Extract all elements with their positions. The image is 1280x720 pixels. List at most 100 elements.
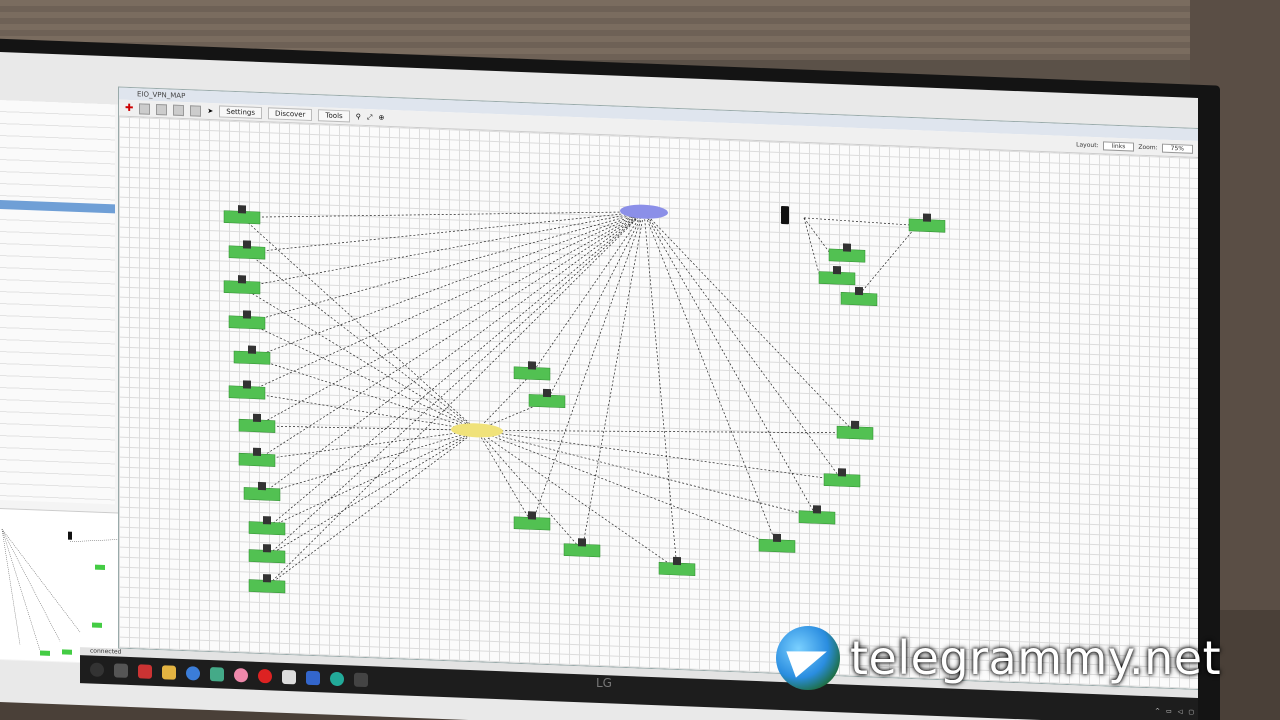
device-icon xyxy=(238,275,246,284)
binoculars-icon[interactable]: ⚲ xyxy=(355,112,361,121)
link-line xyxy=(858,228,915,296)
discover-button[interactable]: Discover xyxy=(267,107,313,122)
link-line xyxy=(476,429,818,518)
link-line xyxy=(266,430,478,587)
device-icon xyxy=(263,574,271,583)
hub-cloud xyxy=(451,423,503,438)
device-icon xyxy=(248,345,256,354)
link-line xyxy=(241,217,478,431)
device-icon xyxy=(833,266,841,275)
add-icon[interactable]: ✚ xyxy=(125,102,134,114)
device-icon xyxy=(528,361,536,370)
layout-select[interactable]: links xyxy=(1102,140,1135,152)
settings-button[interactable]: Settings xyxy=(219,105,262,120)
left-list[interactable] xyxy=(0,100,115,505)
copy-icon[interactable] xyxy=(156,103,168,115)
link-line xyxy=(266,211,645,587)
device-icon xyxy=(528,511,536,520)
link-line xyxy=(241,211,645,288)
device-icon xyxy=(813,505,821,514)
monitor-screen: EIO_VPN_MAP ✚ ➤ Settings Discover Tools … xyxy=(0,52,1198,720)
device-icon xyxy=(243,240,251,249)
link-line xyxy=(476,430,583,551)
pointer-icon[interactable]: ➤ xyxy=(207,106,214,116)
link-line xyxy=(803,217,820,274)
link-line xyxy=(251,357,478,431)
zoom-label: Zoom: xyxy=(1138,143,1158,151)
hub-cloud xyxy=(620,204,668,219)
file-icon[interactable] xyxy=(282,669,296,685)
app-icon[interactable] xyxy=(210,667,224,682)
open-icon[interactable] xyxy=(173,104,185,116)
chevron-up-icon[interactable]: ^ xyxy=(1155,706,1161,715)
link-line xyxy=(476,430,533,524)
link-line xyxy=(476,429,778,547)
delete-icon[interactable] xyxy=(139,102,151,115)
fit-icon[interactable]: ⤢ xyxy=(366,112,373,121)
refresh-icon[interactable] xyxy=(190,104,202,117)
link-line xyxy=(251,211,645,359)
device-icon xyxy=(253,413,261,423)
zoom-select[interactable]: 75% xyxy=(1161,143,1193,154)
link-line xyxy=(546,211,645,402)
link-line xyxy=(803,217,910,226)
device-icon xyxy=(923,213,931,222)
device-icon xyxy=(578,538,586,547)
app-window: EIO_VPN_MAP ✚ ➤ Settings Discover Tools … xyxy=(118,86,1198,691)
chrome-icon[interactable] xyxy=(234,667,248,683)
app-icon[interactable] xyxy=(138,664,152,679)
link-line xyxy=(256,211,645,427)
terminal-icon[interactable] xyxy=(354,672,368,688)
link-line xyxy=(246,322,478,431)
network-map xyxy=(223,204,946,594)
link-line xyxy=(476,429,856,434)
internet-server-icon xyxy=(781,206,789,225)
link-line xyxy=(643,211,778,546)
link-line xyxy=(241,286,478,431)
device-icon xyxy=(838,468,846,477)
device-icon xyxy=(263,516,271,525)
link-line xyxy=(256,211,645,461)
zoom-fit-icon[interactable]: ⊕ xyxy=(378,113,385,122)
device-icon xyxy=(253,447,261,457)
link-line xyxy=(476,429,843,481)
link-line xyxy=(266,430,478,557)
link-line xyxy=(531,211,645,374)
start-icon[interactable] xyxy=(90,662,104,677)
folder-icon[interactable] xyxy=(162,665,176,680)
link-line xyxy=(476,373,533,431)
link-line xyxy=(246,211,645,393)
device-icon xyxy=(243,310,251,319)
device-icon xyxy=(843,243,851,252)
link-line xyxy=(266,430,478,529)
layout-label: Layout: xyxy=(1076,140,1099,149)
edge-icon[interactable] xyxy=(330,671,344,687)
notification-icon[interactable]: ▢ xyxy=(1188,708,1194,716)
volume-icon[interactable]: ◁ xyxy=(1177,707,1183,715)
device-icon xyxy=(673,556,681,566)
monitor-brand-logo: LG xyxy=(596,676,612,690)
save-icon[interactable] xyxy=(306,670,320,686)
system-tray: ^ ▭ ◁ ▢ xyxy=(1155,707,1194,715)
layout-controls: Layout: links Zoom: 75% xyxy=(1076,140,1193,154)
device-icon xyxy=(263,544,271,553)
link-line xyxy=(261,211,645,495)
device-icon xyxy=(773,533,781,543)
device-icon xyxy=(855,286,863,296)
link-line xyxy=(246,252,478,431)
link-line xyxy=(256,429,478,461)
link-line xyxy=(266,211,645,557)
link-line xyxy=(643,211,678,570)
link-line xyxy=(241,211,645,218)
opera-icon[interactable] xyxy=(258,668,272,684)
tools-button[interactable]: Tools xyxy=(318,109,350,123)
device-icon xyxy=(243,380,251,389)
app-icon[interactable] xyxy=(186,666,200,681)
device-icon xyxy=(543,388,551,398)
watermark-text: telegrammy.net xyxy=(850,631,1222,685)
network-map-canvas[interactable] xyxy=(119,116,1198,690)
network-icon[interactable]: ▭ xyxy=(1166,707,1172,715)
device-icon xyxy=(258,481,266,491)
task-view-icon[interactable] xyxy=(114,663,128,678)
